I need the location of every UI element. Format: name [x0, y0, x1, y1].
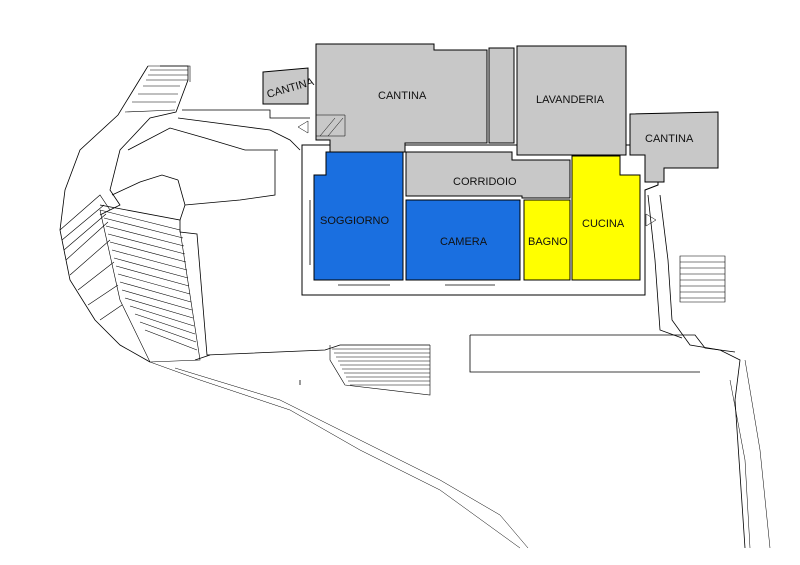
- label-corridoio: CORRIDOIO: [453, 176, 517, 188]
- room-cantina-small-left: [262, 67, 309, 105]
- cantina-hatch: [315, 114, 346, 137]
- stair-left: [59, 65, 201, 363]
- windows: [301, 200, 640, 296]
- site-outline-left: [59, 65, 529, 549]
- room-corridoio: [405, 151, 571, 199]
- room-soggiorno: [313, 151, 404, 281]
- label-lavanderia: LAVANDERIA: [536, 94, 605, 106]
- room-cucina: [571, 155, 641, 281]
- label-bagno: BAGNO: [528, 236, 568, 248]
- room-cantina-right: [629, 111, 719, 183]
- room-bagno: [523, 199, 571, 281]
- room-shaft: [488, 47, 515, 144]
- label-soggiorno: SOGGIORNO: [320, 215, 390, 227]
- entry-arrow-icon: [645, 213, 657, 227]
- room-lavanderia: [516, 45, 627, 156]
- stair-bottom: [329, 345, 431, 396]
- room-cantina-main: [315, 43, 488, 153]
- entry-arrow-icon: [297, 120, 309, 134]
- site-outline-right: [469, 194, 771, 549]
- label-camera: CAMERA: [440, 236, 488, 248]
- room-camera: [405, 199, 521, 281]
- label-cantina-right: CANTINA: [645, 133, 694, 145]
- label-cucina: CUCINA: [582, 218, 625, 230]
- label-cantina-main: CANTINA: [378, 90, 427, 102]
